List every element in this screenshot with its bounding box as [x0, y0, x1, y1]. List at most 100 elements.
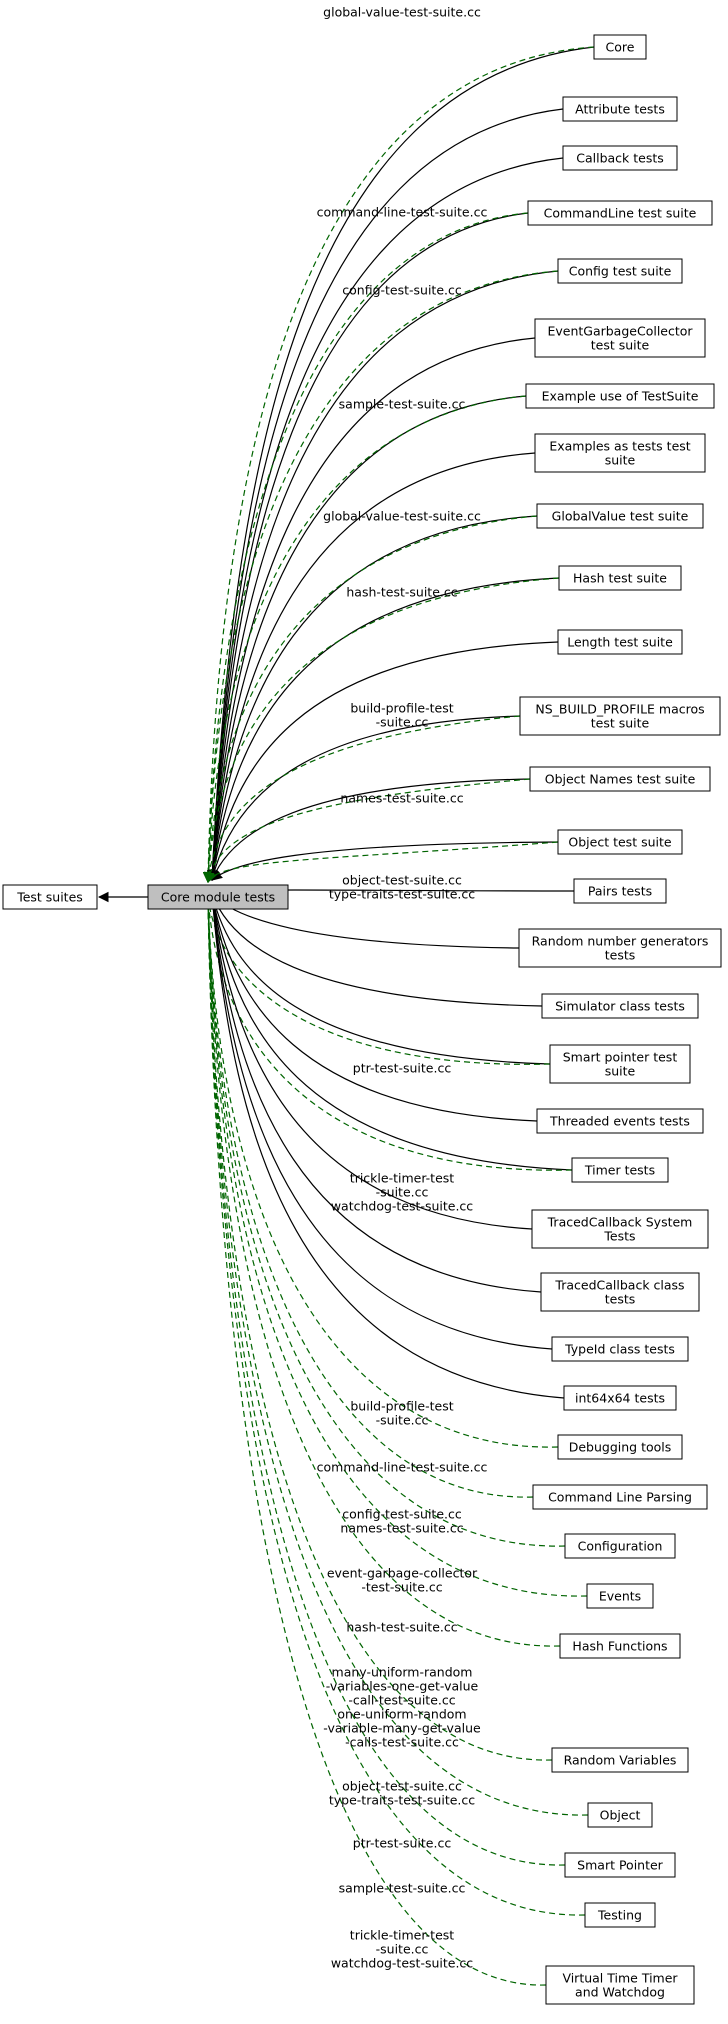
edge-solid-globalvalue-test-suite: [207, 515, 538, 882]
node-random-variables[interactable]: Random Variables: [551, 1747, 689, 1773]
node-command-line-parsing[interactable]: Command Line Parsing: [532, 1484, 708, 1510]
node-box: [527, 200, 713, 226]
node-smart-pointer[interactable]: Smart Pointer: [564, 1852, 676, 1878]
node-globalvalue-test-suite[interactable]: GlobalValue test suite: [536, 503, 704, 529]
node-label: Testing: [597, 1908, 642, 1923]
node-label: Smart pointer test: [563, 1050, 678, 1065]
node-label: Callback tests: [576, 151, 664, 166]
node-label: Attribute tests: [575, 102, 665, 117]
node-label: suite: [605, 1064, 636, 1079]
edge-dashed-object: [202, 894, 589, 1816]
edge-label-line: trickle-timer-test: [350, 1928, 454, 1943]
node-attribute-tests[interactable]: Attribute tests: [562, 96, 678, 122]
node-box: [518, 928, 722, 968]
node-typeid-class-tests[interactable]: TypeId class tests: [551, 1336, 689, 1362]
edge-dashed-random-variables: [202, 894, 553, 1761]
node-label: Hash Functions: [572, 1639, 667, 1654]
node-box: [545, 1965, 695, 2005]
edge-dashed-timer-tests: [203, 894, 573, 1171]
edge-solid-callback-tests: [207, 157, 564, 882]
node-box: [573, 878, 667, 904]
node-box: [531, 1209, 709, 1249]
node-label: suite: [605, 453, 636, 468]
node-object-names-test-suite[interactable]: Object Names test suite: [529, 766, 711, 792]
node-box: [529, 766, 711, 792]
edge-label-object: object-test-suite.cctype-traits-test-sui…: [329, 1779, 475, 1808]
edge-label-core: global-value-test-suite.cc: [323, 5, 481, 20]
edge-solid-example-use-of-testsuite: [207, 395, 527, 882]
node-hash-functions[interactable]: Hash Functions: [559, 1633, 681, 1659]
node-label: TracedCallback class: [554, 1278, 684, 1293]
edge-label-line: command-line-test-suite.cc: [317, 1460, 488, 1475]
node-label: and Watchdog: [575, 1985, 665, 2000]
node-test-suites[interactable]: Test suites: [2, 884, 98, 910]
edge-dashed-object-names-test-suite: [204, 778, 531, 884]
edge-label-line: build-profile-test: [350, 1399, 453, 1414]
node-box: [558, 565, 682, 591]
edge-solid-threaded-events-tests: [208, 892, 538, 1122]
node-object-test-suite[interactable]: Object test suite: [557, 829, 683, 855]
node-core[interactable]: Core: [593, 34, 647, 60]
node-threaded-events-tests[interactable]: Threaded events tests: [536, 1108, 704, 1134]
edge-label-line: config-test-suite.cc: [342, 1507, 462, 1522]
node-pairs-tests[interactable]: Pairs tests: [573, 878, 667, 904]
node-debugging-tools[interactable]: Debugging tools: [557, 1434, 683, 1460]
edge-label-smartpointer: ptr-test-suite.cc: [353, 1836, 452, 1851]
edge-label-line: type-traits-test-suite.cc: [329, 887, 475, 902]
node-events[interactable]: Events: [586, 1583, 654, 1609]
node-example-use-of-testsuite[interactable]: Example use of TestSuite: [525, 383, 715, 409]
edge-label-line: watchdog-test-suite.cc: [331, 1199, 473, 1214]
node-timer-tests[interactable]: Timer tests: [571, 1157, 669, 1183]
node-commandline-test-suite[interactable]: CommandLine test suite: [527, 200, 713, 226]
edge-dashed-smart-pointer-test-suite: [203, 894, 551, 1065]
edge-label-line: config-test-suite.cc: [342, 283, 462, 298]
edge-dashed-commandline-test-suite: [202, 212, 529, 884]
edge-label-line: object-test-suite.cc: [342, 1779, 462, 1794]
edge-label-line: watchdog-test-suite.cc: [331, 1956, 473, 1971]
node-label: Object test suite: [568, 835, 671, 850]
node-label: Command Line Parsing: [548, 1490, 692, 1505]
edge-label-randomvars: many-uniform-random-variables-one-get-va…: [323, 1665, 481, 1750]
node-label: Events: [599, 1589, 641, 1604]
node-label: Test suites: [16, 890, 83, 905]
node-box: [147, 884, 289, 910]
node-int64x64-tests[interactable]: int64x64 tests: [563, 1385, 677, 1411]
node-label: Smart Pointer: [577, 1858, 664, 1873]
node-box: [563, 1385, 677, 1411]
node-box: [541, 993, 699, 1019]
node-simulator-class-tests[interactable]: Simulator class tests: [541, 993, 699, 1019]
node-testing[interactable]: Testing: [584, 1902, 656, 1928]
node-object[interactable]: Object: [587, 1802, 653, 1828]
node-config-test-suite[interactable]: Config test suite: [557, 258, 683, 284]
edge-solid-commandline-test-suite: [207, 212, 529, 882]
node-configuration[interactable]: Configuration: [564, 1533, 676, 1559]
node-label: test suite: [591, 716, 650, 731]
edge-label-line: ptr-test-suite.cc: [353, 1836, 452, 1851]
node-box: [557, 258, 683, 284]
node-label: TypeId class tests: [564, 1342, 675, 1357]
edge-solid-length-test-suite: [208, 641, 559, 882]
edge-solid-object-names-test-suite: [210, 778, 531, 881]
edge-dashed-configuration: [202, 894, 566, 1547]
node-callback-tests[interactable]: Callback tests: [562, 145, 678, 171]
node-core-module-tests[interactable]: Core module tests: [147, 884, 289, 910]
edge-solid-attribute-tests: [207, 108, 564, 882]
edge-dashed-command-line-parsing: [202, 894, 534, 1498]
node-length-test-suite[interactable]: Length test suite: [557, 629, 683, 655]
node-label: NS_BUILD_PROFILE macros: [535, 702, 704, 717]
edge-label-debugging: build-profile-test-suite.cc: [350, 1399, 453, 1428]
edge-dashed-core: [202, 46, 595, 884]
edge-label-line: ptr-test-suite.cc: [353, 1061, 452, 1076]
node-label: tests: [605, 948, 636, 963]
node-hash-test-suite[interactable]: Hash test suite: [558, 565, 682, 591]
